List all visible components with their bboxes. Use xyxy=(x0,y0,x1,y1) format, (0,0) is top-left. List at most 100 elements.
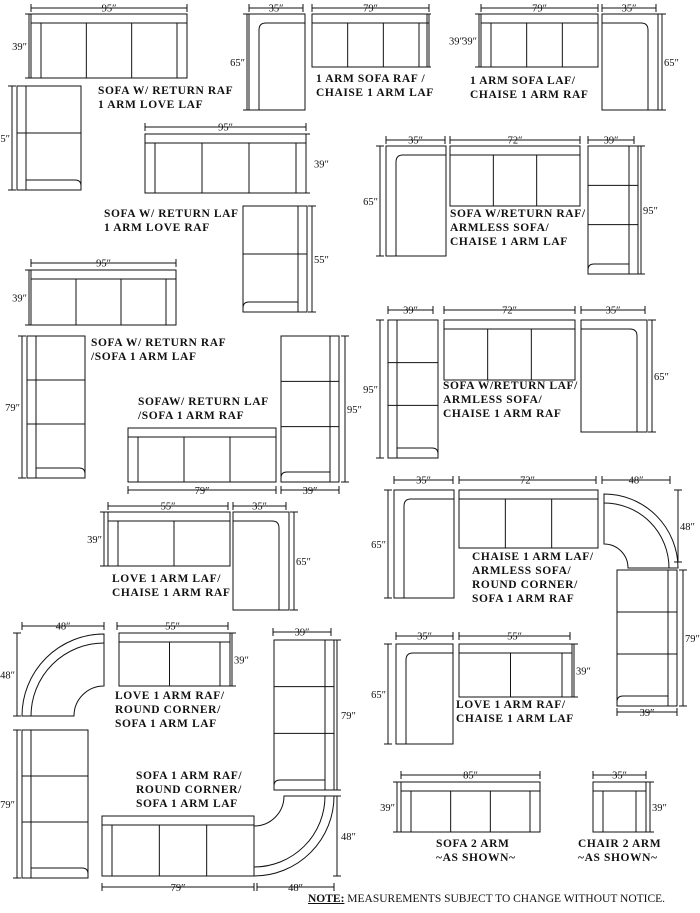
g12-round-corner xyxy=(253,795,335,877)
g4-dimension: 39″ xyxy=(314,160,329,171)
g13-dimension: 65″ xyxy=(371,690,386,701)
g1-arm xyxy=(26,179,82,187)
g13-chaise-seat xyxy=(405,652,453,744)
g11-outline xyxy=(118,632,231,687)
g10-dimension: 39″ xyxy=(640,708,655,719)
g1-label: 1 ARM LOVE LAF xyxy=(98,99,203,111)
g10-label: CHAISE 1 ARM LAF/ xyxy=(472,551,594,563)
g2-outline xyxy=(311,13,430,68)
g12-arm xyxy=(273,779,325,787)
g10-arm xyxy=(616,695,668,703)
g9-outline xyxy=(232,511,290,611)
g12-back xyxy=(253,795,326,868)
g14-dimension: 85″ xyxy=(463,771,478,782)
g4-dimension: 95″ xyxy=(218,123,233,134)
g4-label: SOFA W/ RETURN LAF xyxy=(104,208,239,220)
g6-outline xyxy=(26,335,86,479)
g10-outline xyxy=(458,489,599,549)
g4-outline xyxy=(242,205,308,313)
g2-label: 1 ARM SOFA RAF / xyxy=(316,73,425,85)
g3-dimension: 79″ xyxy=(532,4,547,15)
g3-outline xyxy=(480,13,599,68)
g9-label: CHAISE 1 ARM RAF xyxy=(112,587,231,599)
disclaimer-note: NOTE: MEASUREMENTS SUBJECT TO CHANGE WIT… xyxy=(308,893,698,905)
g1-dimension: 95″ xyxy=(102,4,117,15)
g5-outline xyxy=(587,145,639,275)
g1-outline xyxy=(30,13,188,79)
g1-dimension: 39″ xyxy=(12,42,27,53)
g8-dimension: 72″ xyxy=(502,306,517,317)
g9-dimension: 55″ xyxy=(161,502,176,513)
g11-dimension: 48″ xyxy=(0,671,15,682)
g15-dimension: 35″ xyxy=(612,771,627,782)
g15-dimension: 39″ xyxy=(652,803,667,814)
g13-label: LOVE 1 ARM RAF/ xyxy=(456,699,566,711)
g5-dimension: 39″ xyxy=(604,136,619,147)
g6-label: /SOFA 1 ARM LAF xyxy=(90,351,197,363)
g10-label: SOFA 1 ARM RAF xyxy=(472,593,574,605)
g12-dimension: 79″ xyxy=(171,883,186,894)
g1-label: SOFA W/ RETURN RAF xyxy=(98,85,233,97)
g9-chaise-seat xyxy=(233,520,280,610)
g10-dimension: 48″ xyxy=(680,522,695,533)
g12-dimension: 48″ xyxy=(288,883,303,894)
g11-back xyxy=(30,642,105,717)
g5-label: ARMLESS SOFA/ xyxy=(450,222,549,234)
g5-arm xyxy=(587,263,629,271)
g12-dimension: 39″ xyxy=(295,628,310,639)
g14-dimension: 39″ xyxy=(380,803,395,814)
g10-back xyxy=(603,502,670,569)
g5-dimension: 95″ xyxy=(643,206,658,217)
g2-dimension: 35″ xyxy=(269,4,284,15)
g7-outline xyxy=(280,335,340,483)
g11-label: SOFA 1 ARM LAF xyxy=(115,718,217,730)
g8-label: ARMLESS SOFA/ xyxy=(443,394,542,406)
g10-label: ARMLESS SOFA/ xyxy=(472,565,571,577)
g13-label: CHAISE 1 ARM LAF xyxy=(456,713,574,725)
g2-dimension: 39″ xyxy=(449,37,464,48)
g12-dimension: 48″ xyxy=(341,832,356,843)
g5-outline xyxy=(449,145,581,207)
g7-dimension: 95″ xyxy=(347,405,362,416)
g13-outline xyxy=(458,643,573,698)
g2-label: CHAISE 1 ARM LAF xyxy=(316,87,434,99)
g11-dimension: 55″ xyxy=(165,622,180,633)
g3-label: 1 ARM SOFA LAF/ xyxy=(470,75,576,87)
g4-dimension: 55″ xyxy=(314,255,329,266)
g10-label: ROUND CORNER/ xyxy=(472,579,578,591)
g9-label: LOVE 1 ARM LAF/ xyxy=(112,573,221,585)
g8-chaise-seat xyxy=(581,328,638,432)
g2-chaise-seat xyxy=(258,22,305,110)
g9-dimension: 35″ xyxy=(252,502,267,513)
g3-dimension: 65″ xyxy=(664,58,679,69)
g6-arm xyxy=(36,467,86,475)
g11-label: ROUND CORNER/ xyxy=(115,704,221,716)
g6-dimension: 79″ xyxy=(5,403,20,414)
g5-dimension: 72″ xyxy=(508,136,523,147)
g13-dimension: 55″ xyxy=(507,632,522,643)
g10-chaise-seat xyxy=(403,498,454,598)
g5-label: SOFA W/RETURN RAF/ xyxy=(450,208,586,220)
g7-label: SOFAW/ RETURN LAF xyxy=(138,396,269,408)
g8-dimension: 95″ xyxy=(363,385,378,396)
g11-dimension: 79″ xyxy=(0,800,15,811)
g8-dimension: 35″ xyxy=(606,306,621,317)
g3-label: CHAISE 1 ARM RAF xyxy=(470,89,589,101)
g10-dimension: 72″ xyxy=(520,476,535,487)
g3-dimension: 35″ xyxy=(622,4,637,15)
g1-outline xyxy=(16,85,82,191)
g2-dimension: 79″ xyxy=(363,4,378,15)
g6-dimension: 39″ xyxy=(12,294,27,305)
g8-outline xyxy=(580,319,648,433)
g8-label: CHAISE 1 ARM RAF xyxy=(443,408,562,420)
g12-dimension: 79″ xyxy=(341,711,356,722)
g4-outline xyxy=(144,133,307,194)
g10-dimension: 79″ xyxy=(685,634,700,645)
g11-dimension: 39″ xyxy=(234,656,249,667)
g11-outline xyxy=(21,729,89,879)
g5-label: CHAISE 1 ARM LAF xyxy=(450,236,568,248)
g5-dimension: 35″ xyxy=(408,136,423,147)
g13-dimension: 39″ xyxy=(576,667,591,678)
g7-outline xyxy=(127,427,277,483)
g10-outline xyxy=(393,489,455,599)
